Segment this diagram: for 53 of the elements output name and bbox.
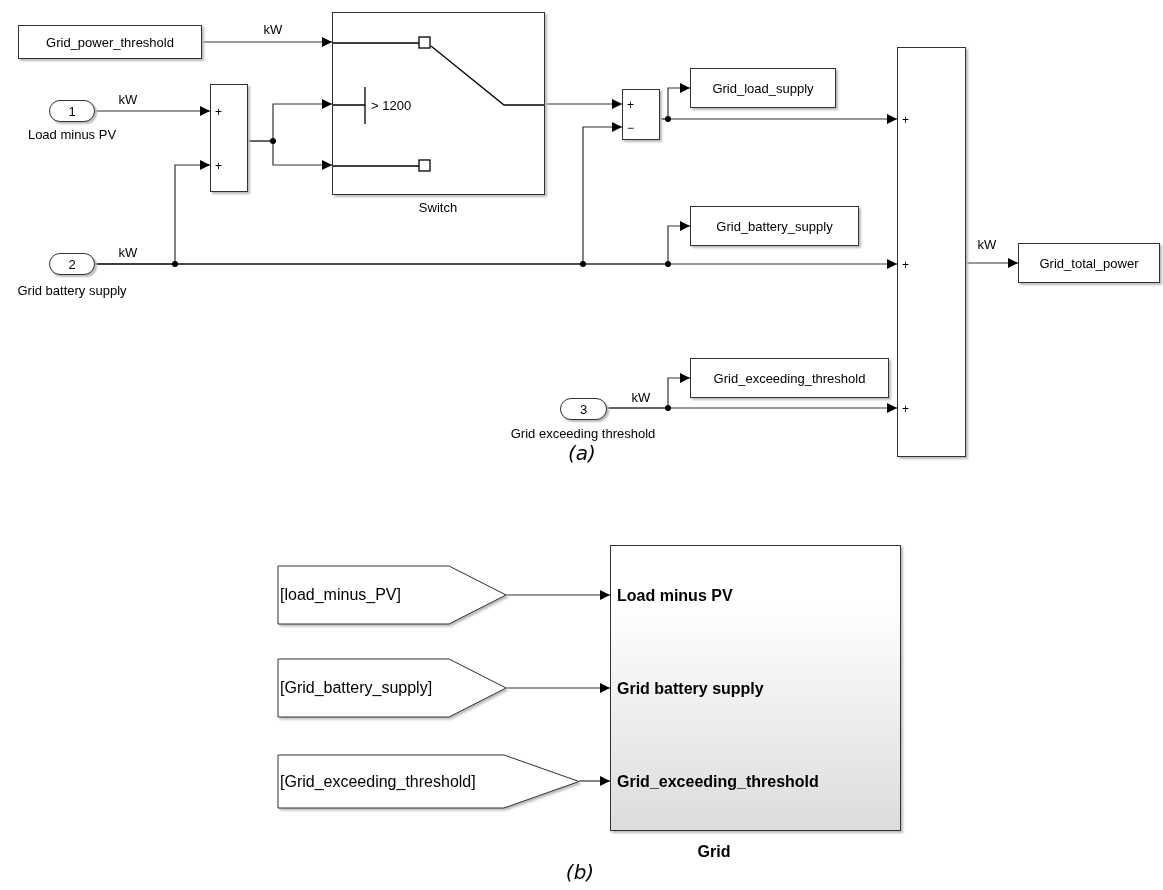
block-label: Grid_exceeding_threshold [713,370,866,386]
goto-block [690,68,836,108]
block-label: 3 [579,401,588,417]
block-label: [Grid_exceeding_threshold] [279,772,476,791]
port-label: Grid battery supply [617,680,764,698]
block-label: Grid_total_power [1039,255,1139,271]
block-label: Grid_battery_supply [716,218,833,234]
from-tag [278,659,506,717]
block-label: Grid_power_threshold [46,34,174,50]
signal-arrow [578,776,611,786]
signal-arrow [505,683,611,693]
goto-block [690,206,859,246]
port-sign: + [215,159,222,173]
signal-arrow [606,403,898,413]
from-tag [278,755,579,808]
sum-block [622,89,660,140]
sum-block [897,47,966,457]
subsystem-block [610,545,901,831]
sum-block [210,84,248,192]
block-label: 1 [68,103,76,119]
block-label: [load_minus_PV] [279,586,401,604]
panel-caption: (b) [565,860,595,884]
port-sign: + [902,258,909,272]
signal-arrow [247,140,333,170]
port-sign: + [902,402,909,416]
goto-block [1018,243,1160,283]
port-name: Load minus PV [27,126,117,142]
signal-arrow [94,259,898,269]
panel-caption: (a) [568,441,596,465]
signal-arrow [201,37,333,47]
port-label: Grid_exceeding_threshold [617,773,819,791]
signal-arrow [659,114,898,124]
threshold-label: > 1200 [371,97,412,113]
signal-arrow [544,99,623,109]
signal-arrow [965,258,1019,268]
from-tag [278,566,506,624]
block-label: 2 [68,256,76,272]
port-sign: + [627,98,634,112]
signal-arrow [505,590,611,600]
port-sign: + [215,105,222,119]
port-name: Grid exceeding threshold [510,425,656,441]
block-label: [Grid_battery_supply] [279,679,433,697]
goto-block [690,358,889,398]
port-sign: + [902,113,909,127]
port-name: Grid battery supply [17,282,127,298]
block-name: Grid [697,843,731,861]
block-name: Switch [418,199,458,215]
port-label: Load minus PV [617,587,733,605]
constant-block [18,25,202,59]
block-label: Grid_load_supply [712,80,814,96]
signal-arrow [94,106,211,116]
switch-block [332,12,545,195]
port-sign: − [627,121,634,135]
